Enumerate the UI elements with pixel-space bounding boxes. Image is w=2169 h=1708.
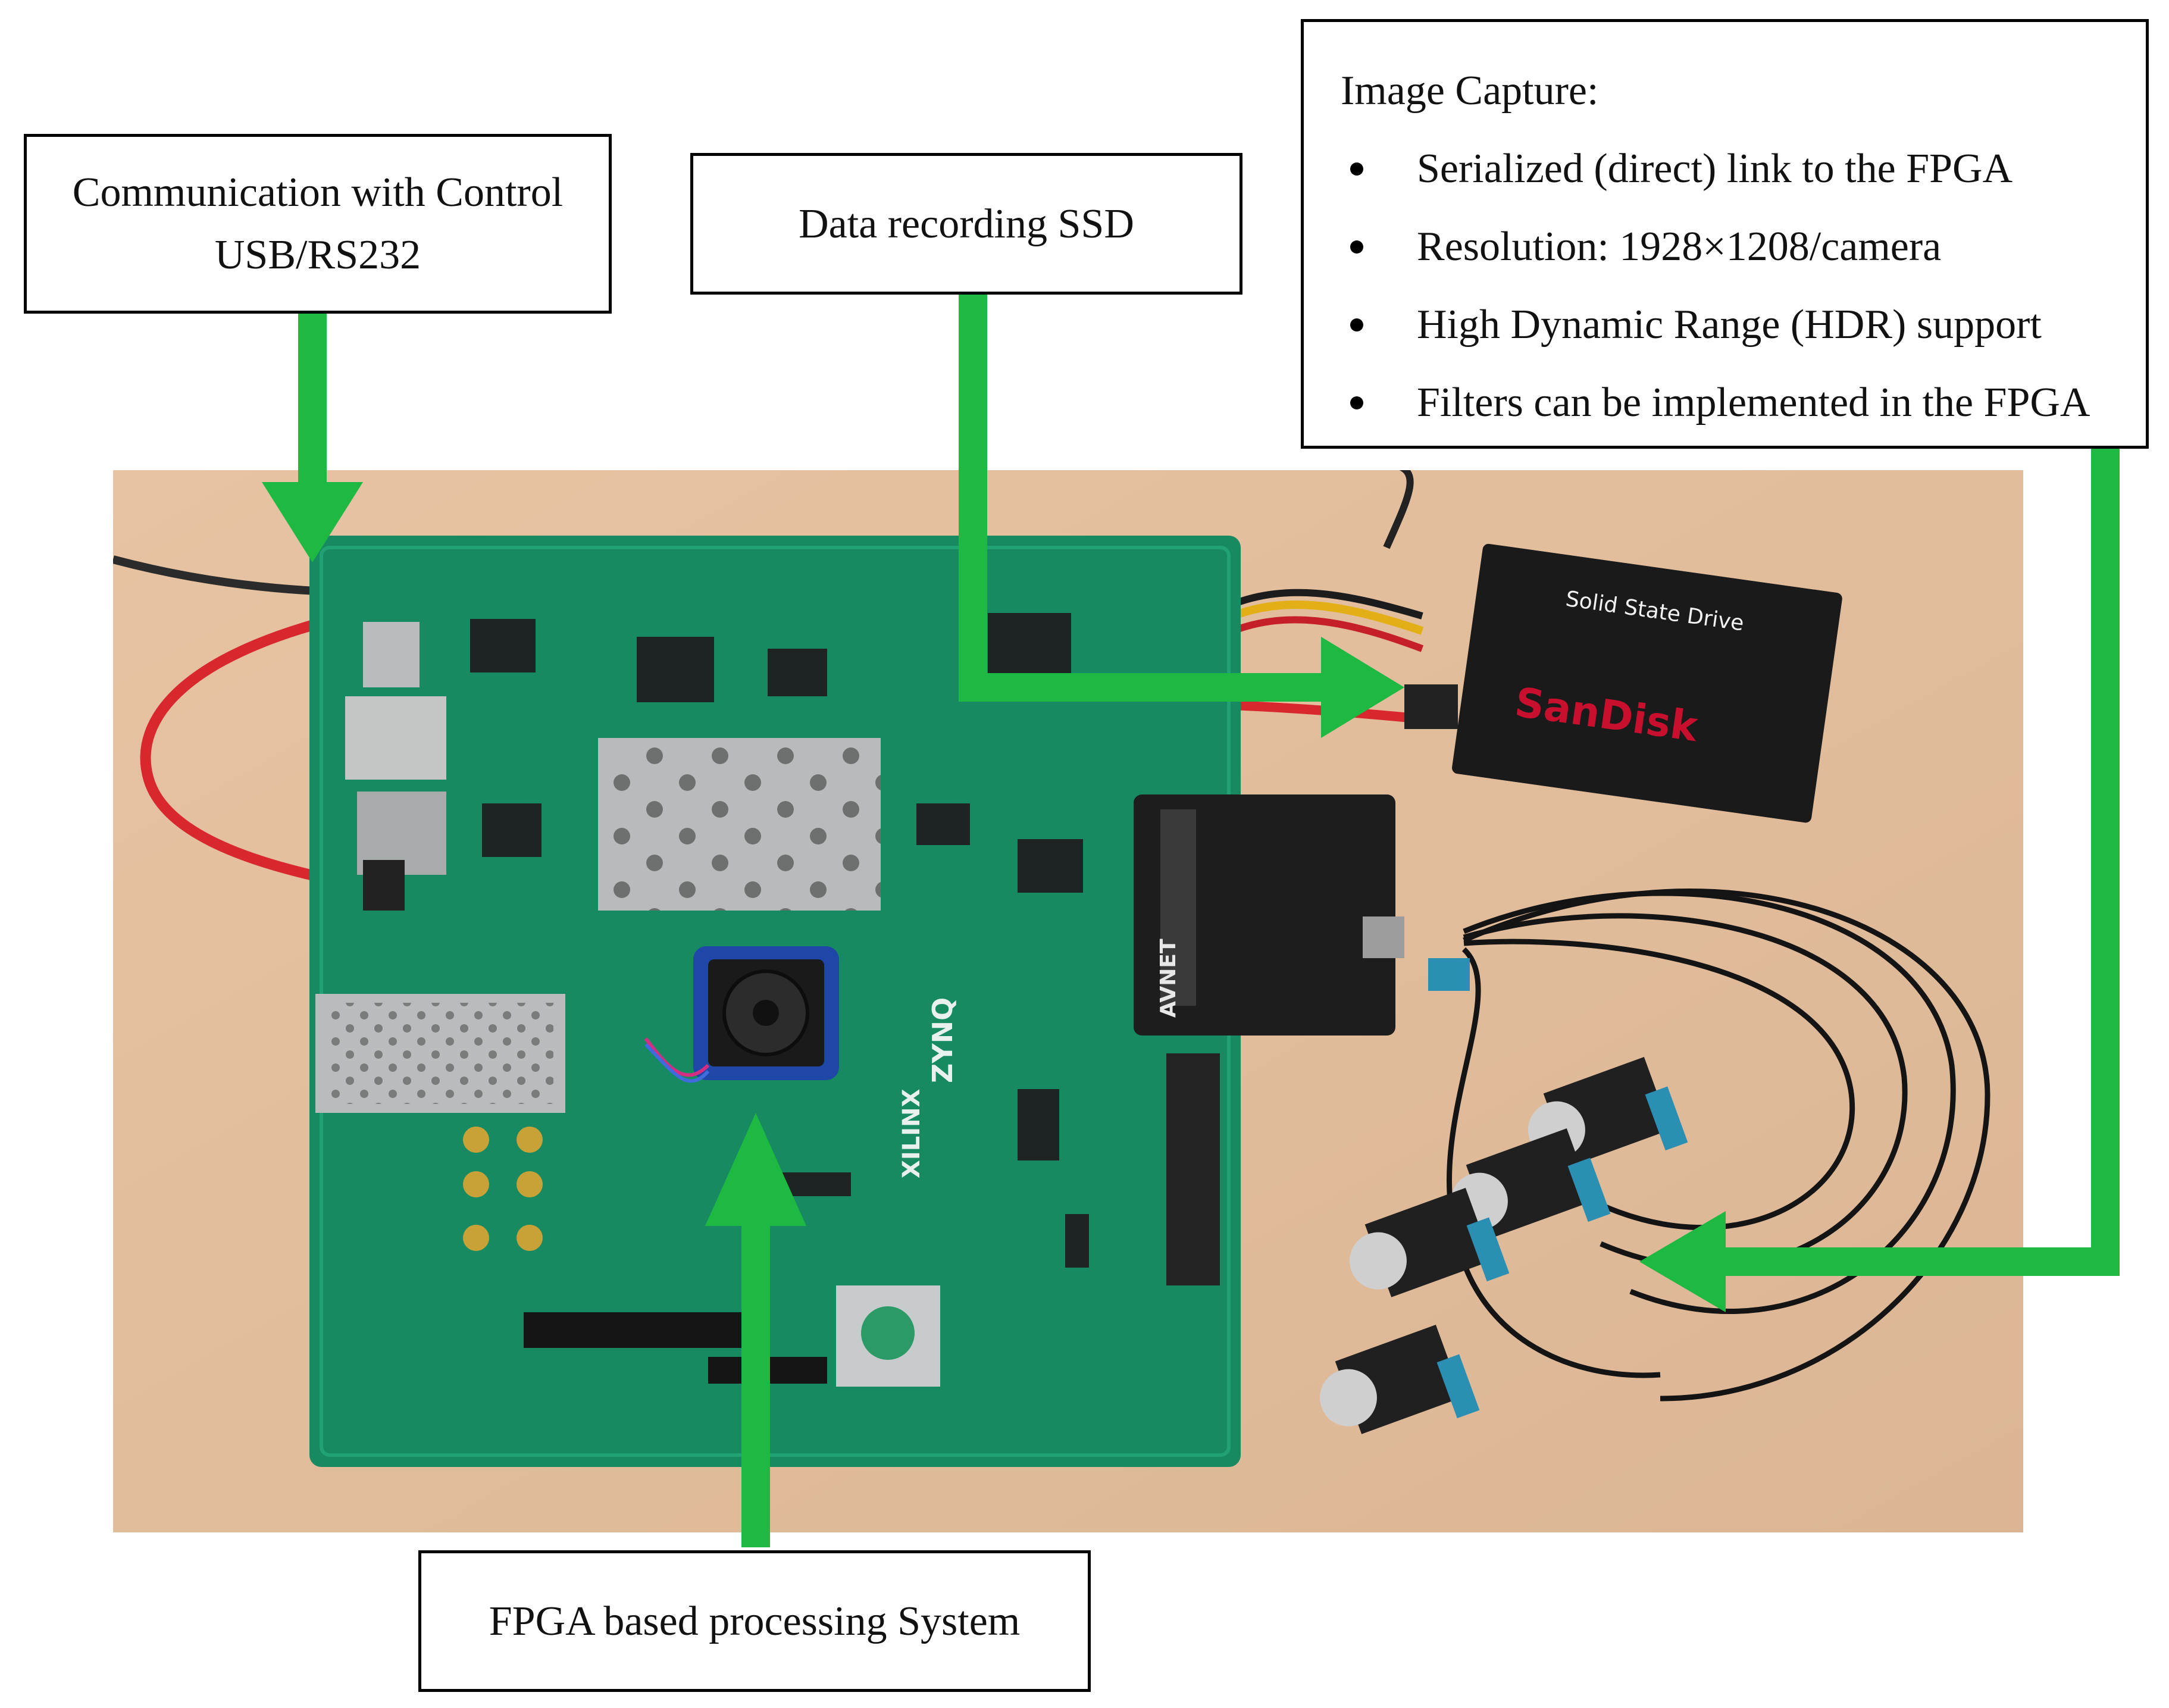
callout-communication: Communication with Control USB/RS232: [24, 134, 612, 314]
fpga-chip-label: ZYNQ: [927, 997, 959, 1083]
communication-label-line2: USB/RS232: [214, 232, 421, 278]
ssd-label: Data recording SSD: [799, 201, 1134, 247]
ssd-sata-connector: [1404, 684, 1458, 729]
communication-label-line1: Communication with Control: [72, 170, 564, 215]
ssd-drive: Solid State Drive SanDisk: [1452, 543, 1842, 823]
callout-fpga: FPGA based processing System: [418, 1550, 1091, 1692]
pcie-slot: [524, 1312, 744, 1348]
fmc-brand-label: AVNET: [1156, 939, 1181, 1018]
fmc-connector: [1166, 1053, 1220, 1285]
image-capture-bullet: Serialized (direct) link to the FPGA: [1304, 130, 2146, 208]
callout-ssd: Data recording SSD: [690, 153, 1242, 295]
hdmi-port: [363, 622, 420, 687]
arrow-communication-head: [262, 482, 363, 562]
arrow-ssd: [959, 292, 1327, 702]
image-capture-title: Image Capture:: [1341, 68, 1599, 114]
fpga-label: FPGA based processing System: [489, 1598, 1021, 1644]
hardware-photo: ZYNQ XILINX AVNET Solid State Drive SanD…: [113, 470, 2023, 1532]
power-cable: [1383, 470, 1414, 549]
arrow-image-capture-head: [1639, 1211, 1726, 1312]
image-capture-bullet: Filters can be implemented in the FPGA: [1304, 364, 2146, 442]
bullet-icon: [1350, 318, 1363, 331]
ethernet-port: [345, 696, 446, 780]
callout-image-capture: Image Capture: Serialized (direct) link …: [1301, 19, 2149, 449]
bullet-icon: [1350, 162, 1363, 176]
camera-modules: [1319, 958, 1688, 1434]
fmc-camera-card: [1134, 794, 1395, 1036]
fpga-brand-label: XILINX: [898, 1088, 925, 1178]
arrow-ssd-head: [1321, 637, 1404, 738]
image-capture-bullet-list: Serialized (direct) link to the FPGA Res…: [1304, 130, 2146, 442]
image-capture-bullet: High Dynamic Range (HDR) support: [1304, 286, 2146, 364]
arrow-fpga-head: [705, 1113, 806, 1226]
bullet-icon: [1350, 396, 1363, 409]
sata-cable-loop: [140, 605, 376, 892]
sma-connectors: [463, 1127, 543, 1251]
bullet-icon: [1350, 240, 1363, 254]
image-capture-bullet: Resolution: 1928×1208/camera: [1304, 208, 2146, 286]
arrow-image-capture: [1720, 446, 2120, 1276]
sata-port-left: [363, 860, 405, 911]
